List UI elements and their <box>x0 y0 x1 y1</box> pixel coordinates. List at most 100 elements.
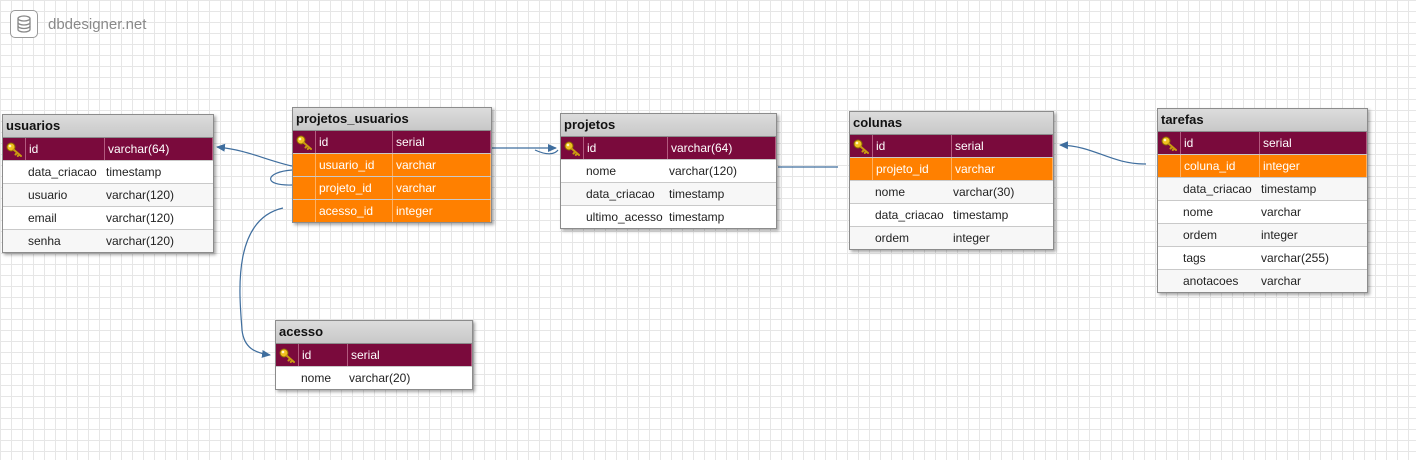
column-row[interactable]: senha varchar(120) <box>3 230 213 252</box>
column-name: projeto_id <box>872 158 951 180</box>
column-type: serial <box>392 131 491 153</box>
relation-coluna-id[interactable] <box>1059 141 1147 165</box>
column-name: usuario_id <box>315 154 392 176</box>
column-type: varchar <box>392 177 491 199</box>
column-type: varchar(120) <box>106 234 175 248</box>
column-name: acesso_id <box>315 200 392 222</box>
column-name: data_criacao <box>875 208 944 222</box>
column-name: id <box>25 138 104 160</box>
table-title[interactable]: acesso <box>276 321 472 344</box>
brand-logo[interactable]: dbdesigner.net <box>10 10 146 38</box>
row-gutter <box>850 204 872 226</box>
column-type: varchar(120) <box>106 211 175 225</box>
table-title[interactable]: projetos_usuarios <box>293 108 491 131</box>
column-name: anotacoes <box>1183 274 1239 288</box>
relation-acesso-id[interactable] <box>239 207 284 358</box>
column-type: serial <box>951 135 1053 157</box>
row-gutter <box>561 183 583 205</box>
column-name: tags <box>1183 251 1206 265</box>
column-name: id <box>872 135 951 157</box>
column-type: varchar <box>1261 274 1302 288</box>
column-row[interactable]: ultimo_acesso timestamp <box>561 206 776 228</box>
column-name: id <box>315 131 392 153</box>
primary-key-icon <box>293 131 315 153</box>
row-gutter <box>1158 155 1180 177</box>
row-gutter <box>561 160 583 182</box>
table-title[interactable]: projetos <box>561 114 776 137</box>
column-name: id <box>583 137 667 159</box>
column-type: timestamp <box>106 165 162 179</box>
column-row[interactable]: data_criacao timestamp <box>850 204 1053 227</box>
row-gutter <box>276 367 298 389</box>
column-name: senha <box>28 234 61 248</box>
table-title[interactable]: usuarios <box>3 115 213 138</box>
column-type: timestamp <box>669 210 725 224</box>
column-type: timestamp <box>953 208 1009 222</box>
database-icon <box>10 10 38 38</box>
column-name: usuario <box>28 188 68 202</box>
column-type: varchar(20) <box>349 371 411 385</box>
column-name: nome <box>1183 205 1214 219</box>
column-type: varchar <box>1261 205 1302 219</box>
row-gutter <box>3 161 25 183</box>
column-name: coluna_id <box>1180 155 1259 177</box>
relation-projeto-id-loop[interactable] <box>534 149 559 155</box>
row-gutter <box>293 177 315 199</box>
row-gutter <box>3 230 25 252</box>
primary-key-icon <box>561 137 583 159</box>
column-type: varchar(120) <box>669 164 738 178</box>
column-type: integer <box>1261 228 1298 242</box>
table-title[interactable]: colunas <box>850 112 1053 135</box>
column-type: integer <box>953 231 990 245</box>
column-type: varchar(64) <box>104 138 213 160</box>
column-name: data_criacao <box>1183 182 1252 196</box>
row-gutter <box>1158 201 1180 223</box>
row-gutter <box>1158 247 1180 269</box>
column-row[interactable]: ordem integer <box>850 227 1053 249</box>
column-name: ultimo_acesso <box>586 210 663 224</box>
brand-name: dbdesigner.net <box>48 15 147 33</box>
column-type: integer <box>1259 155 1367 177</box>
column-name: ordem <box>875 231 910 245</box>
column-row[interactable]: nome varchar <box>1158 201 1367 224</box>
relation-usuario-id-loop[interactable] <box>270 169 293 186</box>
primary-key-icon <box>1158 132 1180 154</box>
column-row[interactable]: anotacoes varchar <box>1158 270 1367 292</box>
row-gutter <box>3 184 25 206</box>
column-type: serial <box>1259 132 1367 154</box>
column-type: timestamp <box>669 187 725 201</box>
relation-usuario-id[interactable] <box>216 143 293 167</box>
row-gutter <box>293 200 315 222</box>
table-title[interactable]: tarefas <box>1158 109 1367 132</box>
